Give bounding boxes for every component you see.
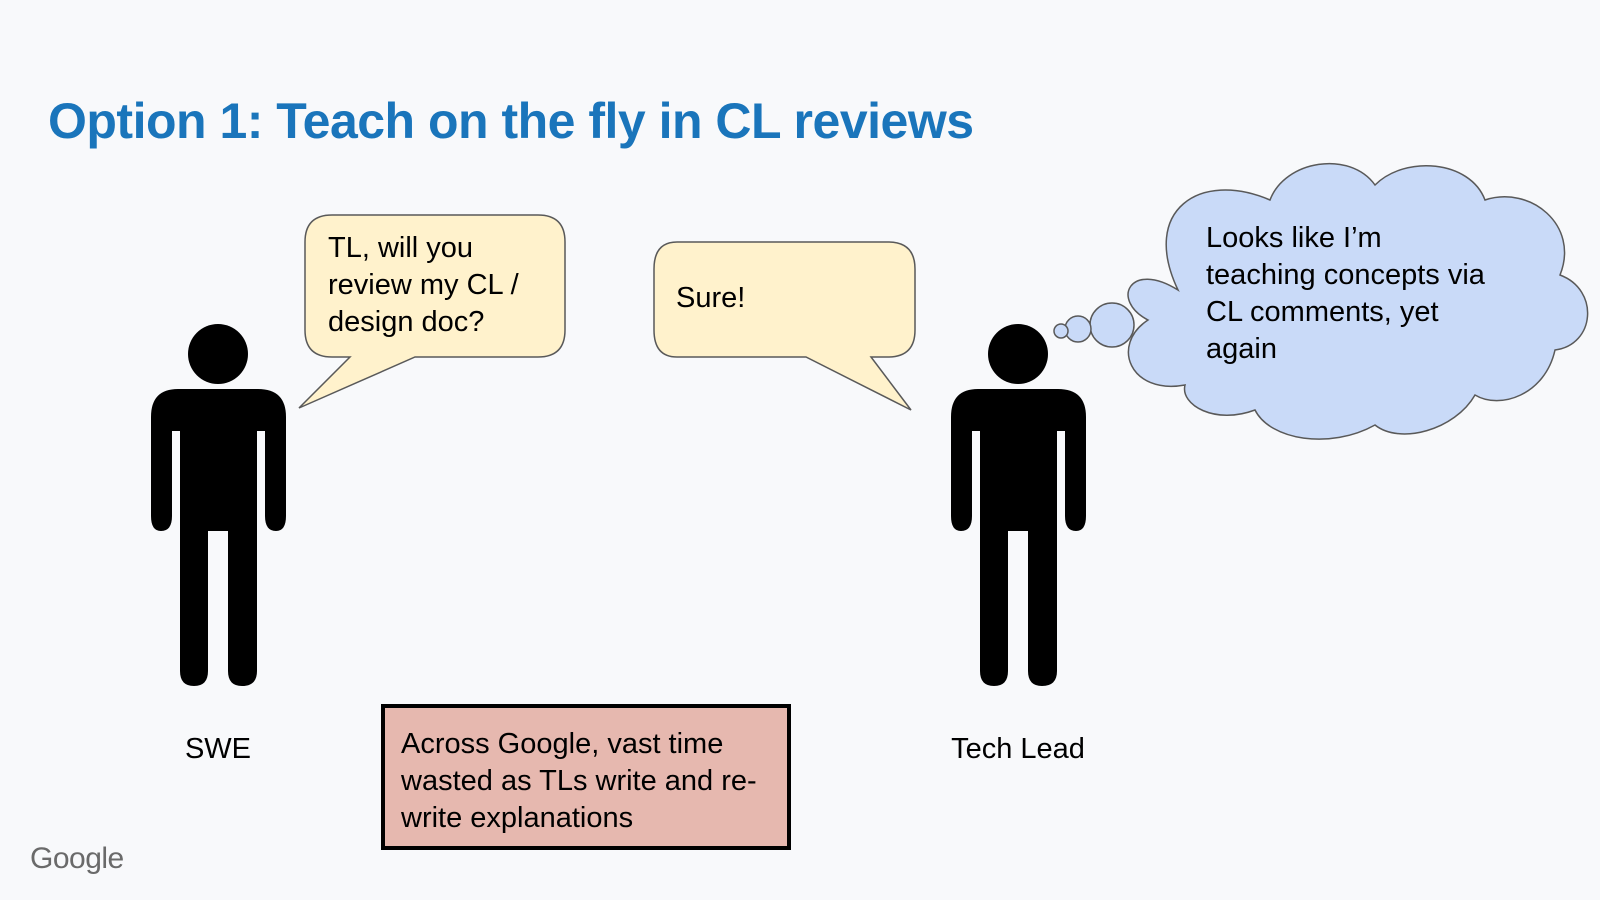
- tl-speech-bubble: [653, 241, 916, 411]
- swe-speech-bubble: [298, 214, 566, 409]
- tl-thought-cloud: [1053, 162, 1589, 440]
- slide-title: Option 1: Teach on the fly in CL reviews: [48, 93, 974, 149]
- tech-lead-person-icon: [951, 324, 1086, 686]
- swe-label: SWE: [184, 733, 252, 765]
- note-text: Across Google, vast time wasted as TLs w…: [401, 728, 757, 834]
- tl-thought-text: Looks like I’m teaching concepts via CL …: [1206, 222, 1485, 365]
- note-box: Across Google, vast time wasted as TLs w…: [381, 704, 791, 850]
- tl-speech-text: Sure!: [676, 282, 746, 314]
- swe-speech-text: TL, will you review my CL / design doc?: [328, 232, 519, 338]
- tech-lead-label: Tech Lead: [951, 733, 1085, 765]
- swe-person-icon: [151, 324, 286, 686]
- google-logo: Google: [30, 842, 124, 875]
